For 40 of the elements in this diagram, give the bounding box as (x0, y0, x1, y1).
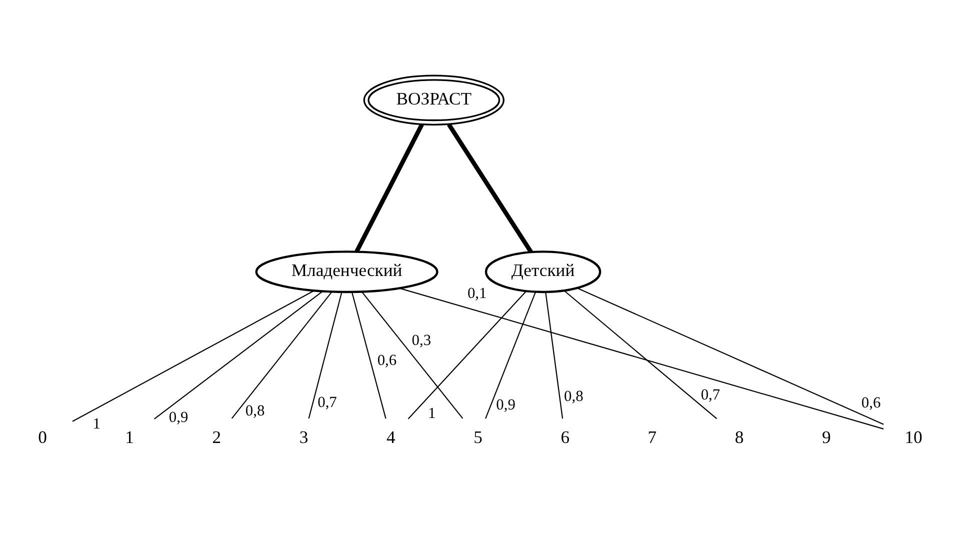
connector (447, 123, 533, 254)
connector (351, 292, 386, 419)
connector (308, 292, 342, 419)
connector (408, 291, 526, 420)
edge-label: 0,6 (377, 352, 397, 370)
node-text: 8 (734, 426, 744, 447)
node-text: 10 (904, 426, 922, 447)
connector (485, 292, 536, 419)
node-text: 0 (38, 426, 47, 447)
node-ellipse: ВОЗРАСТ (363, 74, 504, 126)
connector (154, 291, 323, 420)
edge-label: 0,6 (861, 394, 881, 412)
edge-label: 0,9 (168, 409, 188, 426)
connector (72, 290, 314, 422)
edge-label: 0,8 (564, 388, 584, 406)
node-text: 1 (125, 426, 134, 447)
connector (354, 123, 424, 252)
node-text: 9 (822, 426, 831, 447)
node-ellipse: Младенческий (255, 250, 438, 294)
edge-label: 1 (92, 415, 100, 432)
edge-label: 1 (428, 404, 436, 422)
connector (577, 288, 884, 425)
node-text: 3 (299, 426, 308, 447)
node-text: 5 (474, 426, 482, 447)
edge-label: 0,9 (496, 396, 516, 414)
edge-label: 0,8 (245, 402, 265, 420)
connector (231, 291, 332, 419)
connector (545, 292, 564, 419)
node-text: 7 (648, 426, 657, 447)
edge-label: 0,7 (318, 394, 337, 411)
connector (361, 291, 464, 419)
connector (564, 290, 718, 420)
node-text: 2 (212, 426, 222, 447)
edge-label: 0,3 (412, 332, 432, 349)
edge-label: 0,7 (700, 386, 720, 404)
node-text: 4 (386, 426, 396, 447)
connector (400, 288, 884, 430)
node-ellipse: Детский (484, 250, 602, 294)
node-text: 6 (560, 426, 570, 447)
edge-label: 0,1 (467, 285, 487, 302)
